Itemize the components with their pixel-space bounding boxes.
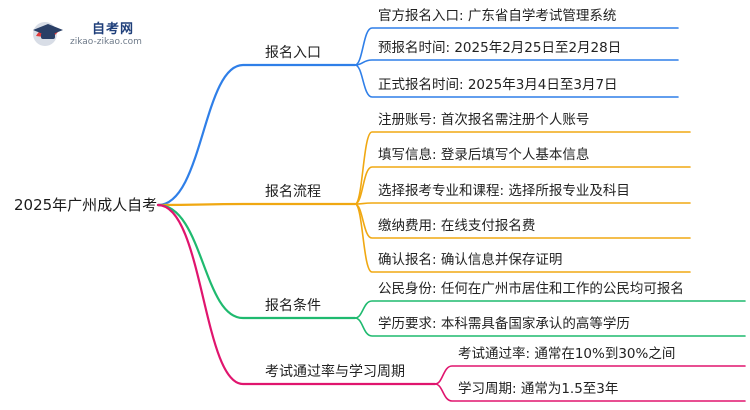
leaf-label: 官方报名入口: 广东省自学考试管理系统 (378, 8, 617, 24)
leaf-label: 选择报考专业和课程: 选择所报专业及科目 (378, 183, 630, 199)
leaf-connector (354, 317, 746, 337)
branch-connector (156, 63, 357, 207)
leaf-connector (354, 64, 679, 98)
leaf-label: 学习周期: 通常为1.5至3年 (458, 381, 619, 397)
leaf-connector (354, 27, 679, 66)
leaf-connector (434, 383, 746, 402)
leaf-label: 学历要求: 本科需具备国家承认的高等学历 (378, 316, 630, 332)
leaf-label: 公民身份: 任何在广州市居住和工作的公民均可报名 (378, 281, 684, 297)
leaf-connector (354, 202, 691, 205)
branch-connector (156, 203, 437, 386)
logo-url: zikao-zikao.com (70, 37, 142, 47)
leaf-connector (354, 203, 691, 273)
branch-connector (156, 203, 357, 320)
leaf-label: 填写信息: 登录后填写个人基本信息 (378, 147, 590, 163)
root-node: 2025年广州成人自考 (14, 196, 158, 214)
leaf-connector (354, 59, 679, 66)
branch-label: 考试通过率与学习周期 (265, 364, 405, 380)
leaf-label: 正式报名时间: 2025年3月4日至3月7日 (378, 77, 618, 93)
leaf-label: 确认报名: 确认信息并保存证明 (378, 252, 563, 268)
leaf-connector (434, 365, 746, 385)
leaf-connector (354, 300, 746, 319)
branch-label: 报名入口 (265, 45, 321, 61)
leaf-label: 预报名时间: 2025年2月25日至2月28日 (378, 40, 622, 56)
leaf-label: 注册账号: 首次报名需注册个人账号 (378, 112, 590, 128)
leaf-label: 缴纳费用: 在线支付报名费 (378, 218, 536, 234)
branch-label: 报名条件 (265, 298, 321, 314)
graduation-cap-icon (33, 22, 63, 46)
branch-label: 报名流程 (265, 184, 321, 200)
logo-name: 自考网 (92, 22, 135, 37)
leaf-connector (354, 166, 691, 205)
branch-connector (156, 202, 357, 207)
site-logo[interactable]: 自考网 zikao-zikao.com (30, 16, 200, 52)
leaf-label: 考试通过率: 通常在10%到30%之间 (458, 346, 676, 362)
